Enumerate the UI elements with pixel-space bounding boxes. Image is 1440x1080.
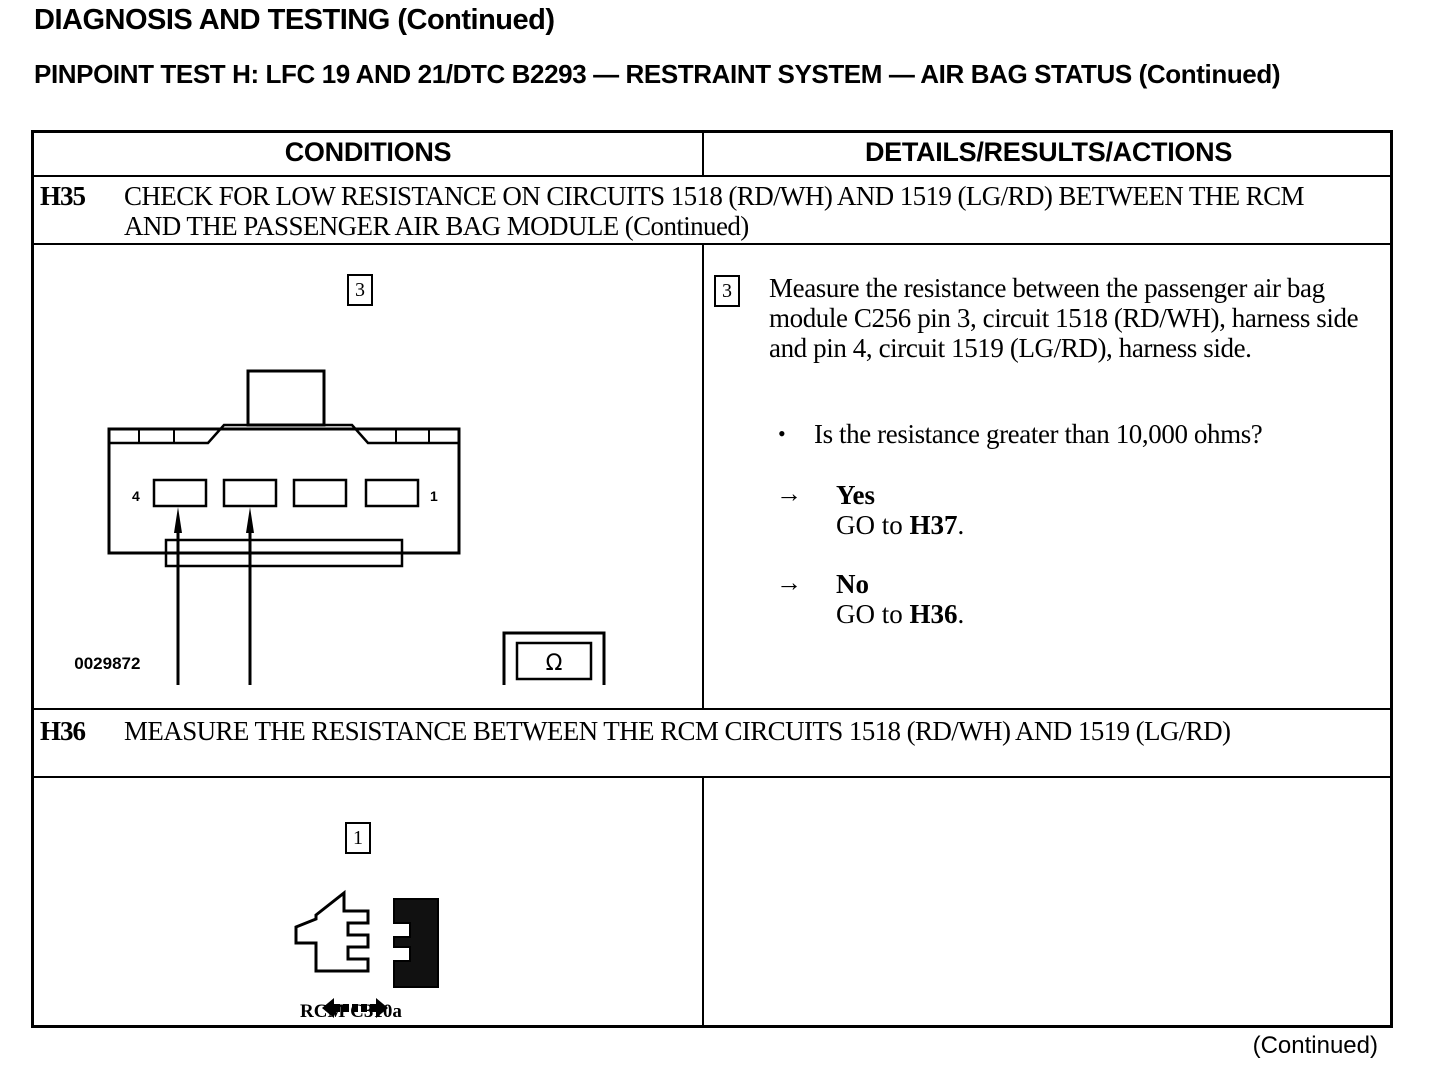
- disconnect-arrow-icon: [322, 998, 334, 1018]
- answer-no-label: No: [836, 569, 869, 599]
- meter-display: [515, 641, 593, 681]
- step-h36-heading: H36 MEASURE THE RESISTANCE BETWEEN THE R…: [34, 710, 1390, 776]
- goto-link[interactable]: H36: [909, 599, 958, 629]
- answer-yes-label: Yes: [836, 480, 875, 510]
- pin-label-left: 4: [132, 488, 140, 504]
- step-title: MEASURE THE RESISTANCE BETWEEN THE RCM C…: [124, 716, 1231, 746]
- pin-cavity: [222, 478, 278, 508]
- row-divider: [34, 708, 1390, 710]
- rcm-connector-diagram: [294, 889, 439, 1018]
- goto-link[interactable]: H37: [909, 510, 958, 540]
- pin-label-right: 1: [430, 488, 438, 504]
- detail-step-box: 3: [714, 275, 740, 307]
- column-divider: [702, 133, 704, 175]
- detail-instruction: Measure the resistance between the passe…: [769, 273, 1359, 363]
- step-id: H35: [40, 181, 86, 211]
- connector-latch: [246, 369, 326, 427]
- conditions-column-header: CONDITIONS: [284, 137, 452, 167]
- pinpoint-test-title: PINPOINT TEST H: LFC 19 AND 21/DTC B2293…: [34, 59, 1281, 89]
- connector-half-left: [294, 889, 370, 973]
- detail-question: Is the resistance greater than 10,000 oh…: [814, 419, 1263, 449]
- row-divider: [34, 175, 1390, 177]
- row-divider: [34, 243, 1390, 245]
- connector-half-right: [393, 898, 439, 988]
- arrow-right-icon: →: [776, 479, 802, 508]
- page-title: DIAGNOSIS AND TESTING (Continued): [34, 4, 555, 36]
- condition-step-box: 3: [347, 274, 373, 306]
- arrow-right-icon: →: [776, 568, 802, 597]
- connector-meter-diagram: 4 1 Ω + − A0029872: [74, 369, 606, 685]
- answer-yes-action: GO to H37.: [836, 510, 965, 540]
- test-lead: [248, 525, 252, 685]
- pin-cavity: [364, 478, 420, 508]
- bullet-icon: •: [778, 421, 786, 446]
- step-h35-heading: H35 CHECK FOR LOW RESISTANCE ON CIRCUITS…: [34, 177, 1390, 243]
- answer-no-action: GO to H36.: [836, 599, 965, 629]
- row-divider: [34, 776, 1390, 778]
- column-divider: [702, 778, 704, 1028]
- pinpoint-test-table: CONDITIONS DETAILS/RESULTS/ACTIONS H35 C…: [31, 130, 1393, 1028]
- probe-tip: [174, 507, 182, 533]
- ohm-symbol: Ω: [546, 651, 563, 676]
- condition-step-box: 1: [345, 822, 371, 854]
- connector-rail: [164, 538, 404, 568]
- diagram-reference: A0029872: [74, 654, 140, 673]
- column-divider: [702, 245, 704, 708]
- pin-cavity: [292, 478, 348, 508]
- probe-tip: [246, 507, 254, 533]
- details-column-header: DETAILS/RESULTS/ACTIONS: [864, 137, 1233, 167]
- diagram-caption: RCM C310a: [300, 1001, 402, 1022]
- connector-ridge: [109, 423, 459, 445]
- step-id: H36: [40, 716, 86, 746]
- step-title: CHECK FOR LOW RESISTANCE ON CIRCUITS 151…: [124, 181, 1304, 241]
- pin-cavity: [152, 478, 208, 508]
- continued-footer: (Continued): [1252, 1032, 1378, 1059]
